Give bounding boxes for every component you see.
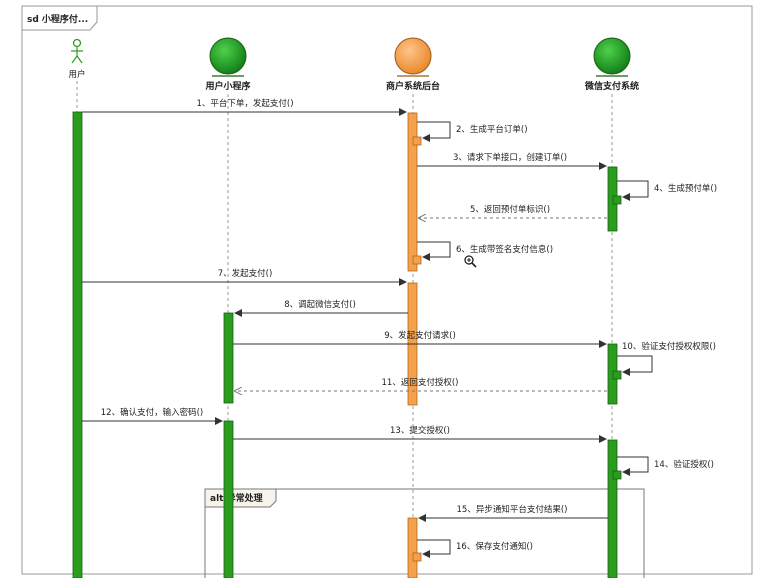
actor-head-icon [72,38,82,48]
message-12-label: 12、确认支付，输入密码() [101,407,203,418]
frame-title: sd 小程序付... [27,13,88,25]
entity-backend-icon [394,37,432,77]
message-8-label: 8、调起微信支付() [284,299,356,310]
self-activation-2 [412,136,422,146]
activation-user [72,111,83,578]
message-15-label: 15、异步通知平台支付结果() [457,504,568,515]
message-2-arrow [417,121,451,142]
message-14-arrow [617,456,649,476]
activation-miniapp-1 [223,312,234,404]
activation-backend-1 [407,112,418,272]
message-4-label: 4、生成预付单() [654,183,717,194]
diagram-frame [21,5,753,575]
participant-user-label: 用户 [68,69,85,80]
message-1-label: 1、平台下单，发起支付() [196,98,293,109]
message-5-label: 5、返回预付单标识() [470,204,550,215]
actor-user [71,38,83,64]
message-16-label: 16、保存支付通知() [456,541,533,552]
message-6-arrow [417,241,451,261]
message-14-label: 14、验证授权() [654,459,714,470]
message-13-label: 13、提交授权() [390,425,450,436]
participant-backend-label: 商户系统后台 [386,80,440,92]
message-10-label: 10、验证支付授权权限() [622,341,716,352]
activation-miniapp-2 [223,420,234,578]
message-6-label: 6、生成带签名支付信息() [456,244,553,255]
participant-wechat-label: 微信支付系统 [584,80,639,92]
entity-miniapp-icon [209,37,247,77]
participant-miniapp-label: 用户小程序 [204,80,250,92]
activation-wechat-3 [607,439,618,578]
message-7-label: 7、发起支付() [218,268,273,279]
message-11-label: 11、返回支付授权() [382,377,459,388]
message-4-arrow [617,180,649,201]
self-activation-16 [412,552,422,562]
activation-backend-3 [407,517,418,578]
message-9-label: 9、发起支付请求() [384,330,456,341]
self-activation-14 [612,470,622,480]
zoom-in-cursor-icon [464,255,477,268]
self-activation-4 [612,195,622,205]
entity-wechat-icon [593,37,631,77]
message-2-label: 2、生成平台订单() [456,124,528,135]
alt-fragment-label: alt 异常处理 [210,492,263,504]
frame-tab [21,5,98,31]
self-activation-6 [412,255,422,265]
message-10-arrow [617,355,653,376]
self-activation-10 [612,370,622,380]
message-3-label: 3、请求下单接口，创建订单() [453,152,567,163]
message-16-arrow [417,539,451,558]
alt-fragment: alt 异常处理 [204,488,645,578]
